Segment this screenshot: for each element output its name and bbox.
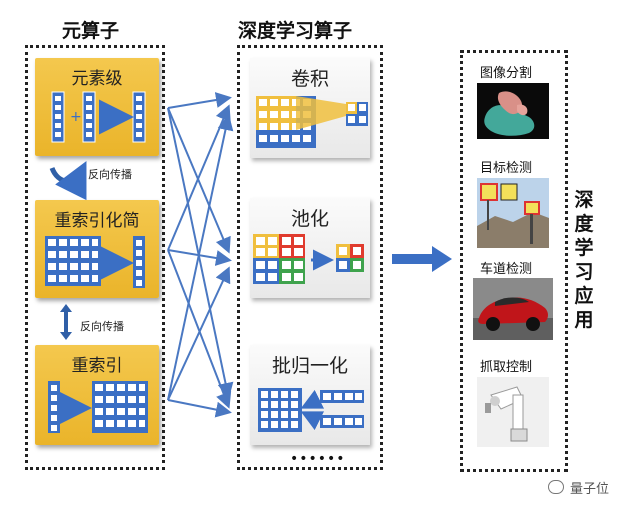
dl-op-label: 卷积: [290, 68, 329, 90]
curved-arrow-icon: [49, 161, 87, 201]
reindex-reduce-graphic: [45, 236, 145, 288]
red-car-image-icon: [473, 278, 553, 340]
traffic-signs-image-icon: [477, 178, 549, 248]
dl-op-label: 池化: [290, 208, 329, 230]
app-label-detection: 目标检测: [480, 161, 533, 176]
meta-op-label: 重索引化简: [54, 211, 140, 231]
batchnorm-graphic: [258, 388, 364, 432]
dl-ops-title: 深度学习算子: [238, 20, 353, 42]
segmentation-image-icon: [477, 83, 549, 139]
meta-ops-frame: [25, 45, 165, 470]
meta-op-label: 元素级: [71, 69, 123, 89]
robot-arm-image-icon: [477, 377, 549, 447]
pooling-graphic: [253, 234, 364, 284]
apps-frame: [460, 50, 568, 472]
app-label-grasp-control: 抓取控制: [480, 360, 533, 375]
convolution-graphic: [256, 96, 368, 148]
dl-op-label: 批归一化: [271, 355, 348, 377]
big-arrow-head: [432, 246, 452, 272]
double-arrow-heads: [60, 304, 72, 340]
meta-op-label: 重索引: [71, 356, 123, 376]
backprop-note: 反向传播: [88, 168, 132, 181]
dl-ops-frame: [237, 45, 383, 470]
watermark: 量子位: [548, 478, 609, 497]
plus-icon: +: [70, 109, 82, 125]
connector-arrows: [167, 92, 234, 418]
app-label-lane-detection: 车道检测: [480, 262, 533, 277]
wechat-icon: [548, 480, 564, 494]
app-label-segmentation: 图像分割: [480, 66, 533, 81]
watermark-text: 量子位: [570, 482, 610, 497]
apps-title-vertical: 深度学习应用: [574, 189, 594, 331]
reindex-graphic: [48, 381, 148, 433]
more-ops-ellipsis: ••••••: [290, 451, 346, 467]
meta-ops-title: 元算子: [62, 20, 120, 42]
backprop-note: 反向传播: [80, 320, 124, 333]
elementwise-vectors: [51, 91, 146, 143]
